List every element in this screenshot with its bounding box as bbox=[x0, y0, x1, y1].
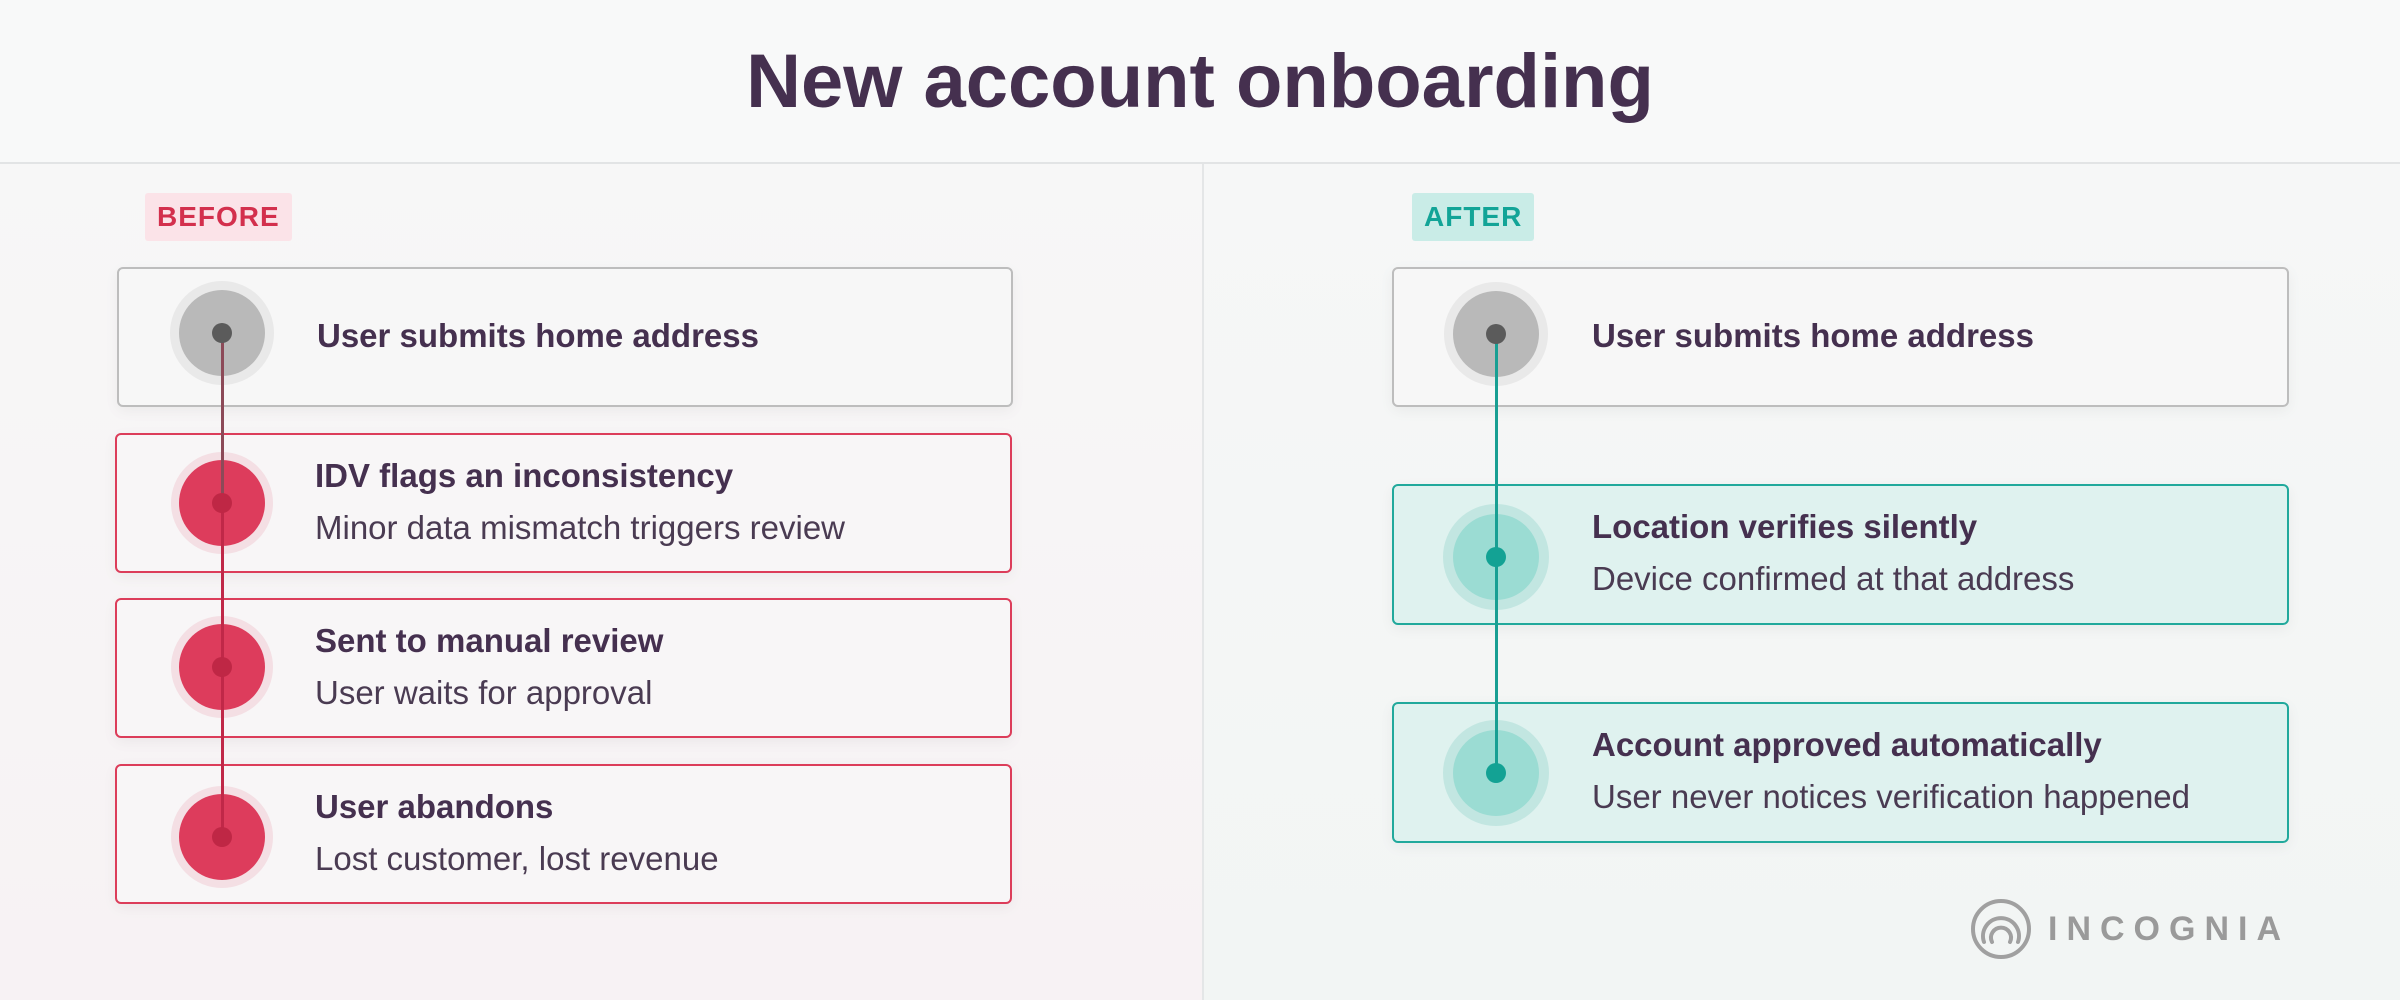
after-step-card: User submits home address bbox=[1392, 267, 2289, 407]
brand-logo: INCOGNIA bbox=[1970, 898, 2290, 960]
panel-divider bbox=[1202, 164, 1204, 1000]
step-title: User submits home address bbox=[317, 317, 759, 354]
step-title: Account approved automatically bbox=[1592, 726, 2102, 763]
before-step-dot bbox=[212, 323, 232, 343]
page-title: New account onboarding bbox=[746, 39, 1654, 124]
before-connector-inner bbox=[220, 333, 224, 837]
step-subtitle: User never notices verification happened bbox=[1592, 778, 2191, 815]
step-subtitle: Minor data mismatch triggers review bbox=[315, 509, 845, 546]
brand-name: INCOGNIA bbox=[2048, 909, 2290, 948]
step-title: IDV flags an inconsistency bbox=[315, 457, 734, 494]
step-subtitle: Lost customer, lost revenue bbox=[315, 840, 719, 877]
step-title: User submits home address bbox=[1592, 317, 2034, 354]
step-title: User abandons bbox=[315, 788, 554, 825]
after-step-card: Location verifies silently Device confir… bbox=[1392, 484, 2289, 625]
before-connector-inner bbox=[220, 333, 224, 503]
step-subtitle: User waits for approval bbox=[315, 674, 653, 711]
before-tag: BEFORE bbox=[145, 193, 292, 241]
step-title: Sent to manual review bbox=[315, 622, 664, 659]
incognia-logo-icon bbox=[1971, 899, 2031, 959]
before-step-card: IDV flags an inconsistency Minor data mi… bbox=[115, 433, 1012, 573]
step-title: Location verifies silently bbox=[1592, 508, 1978, 545]
after-tag: AFTER bbox=[1412, 193, 1535, 241]
after-step-card: Account approved automatically User neve… bbox=[1392, 702, 2289, 843]
before-step-dot bbox=[212, 493, 232, 513]
after-step-dot bbox=[1486, 324, 1506, 344]
before-step-dot bbox=[212, 827, 232, 847]
after-step-dot bbox=[1486, 547, 1506, 567]
before-step-dot bbox=[212, 657, 232, 677]
header: New account onboarding bbox=[0, 0, 2400, 164]
step-subtitle: Device confirmed at that address bbox=[1592, 560, 2075, 597]
after-step-dot bbox=[1486, 763, 1506, 783]
before-step-card: User submits home address bbox=[117, 267, 1013, 407]
